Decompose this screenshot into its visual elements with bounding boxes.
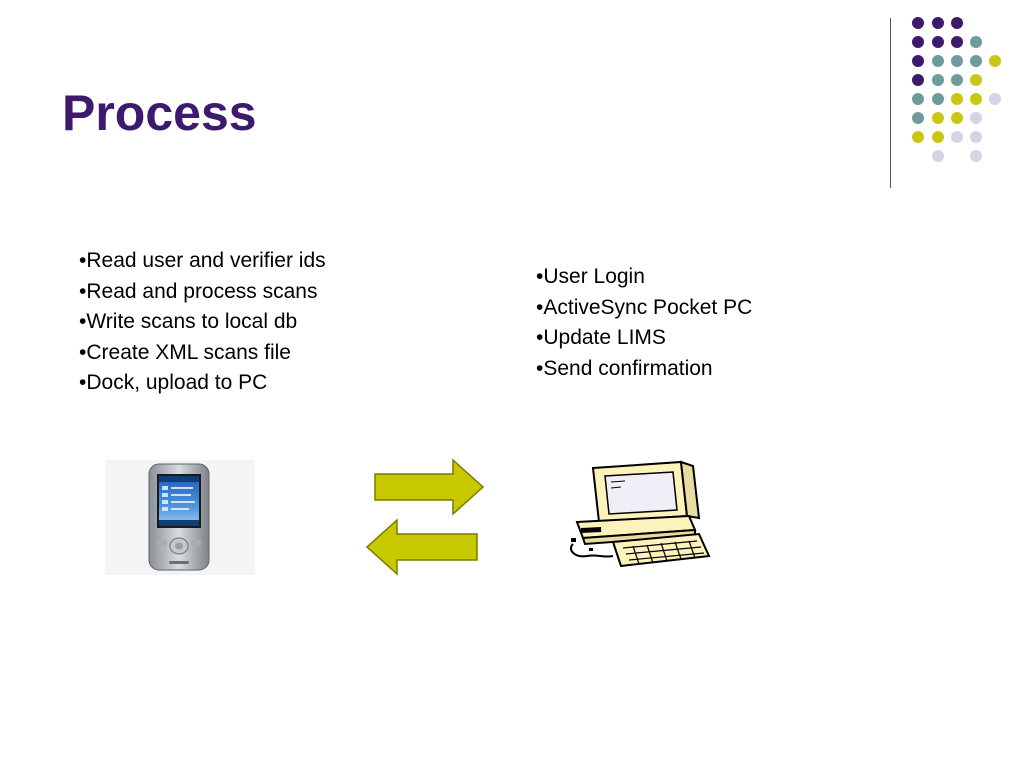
list-item: •Read user and verifier ids bbox=[79, 249, 326, 272]
left-arrow-icon bbox=[365, 518, 478, 576]
pc-steps-list: •User Login •ActiveSync Pocket PC •Updat… bbox=[536, 262, 752, 384]
list-item: •ActiveSync Pocket PC bbox=[536, 295, 753, 319]
pocket-pc-icon bbox=[148, 463, 210, 571]
list-item: •Read and process scans bbox=[79, 279, 318, 303]
pocket-pc-image bbox=[105, 460, 255, 575]
list-item: •Write scans to local db bbox=[79, 310, 298, 333]
desktop-computer-image bbox=[563, 460, 713, 570]
handheld-steps-list: •Read user and verifier ids •Read and pr… bbox=[79, 246, 326, 399]
right-arrow-icon bbox=[374, 458, 485, 516]
desktop-computer-icon bbox=[569, 460, 711, 568]
list-item: •Dock, upload to PC bbox=[79, 371, 268, 394]
list-item: •Create XML scans file bbox=[79, 340, 291, 364]
list-item: •Send confirmation bbox=[536, 356, 713, 380]
slide-title: Process bbox=[62, 85, 257, 141]
list-item: •User Login bbox=[536, 265, 645, 288]
list-item: •Update LIMS bbox=[536, 326, 666, 349]
title-divider-line bbox=[890, 18, 891, 188]
decorative-dot-grid bbox=[912, 17, 1001, 162]
